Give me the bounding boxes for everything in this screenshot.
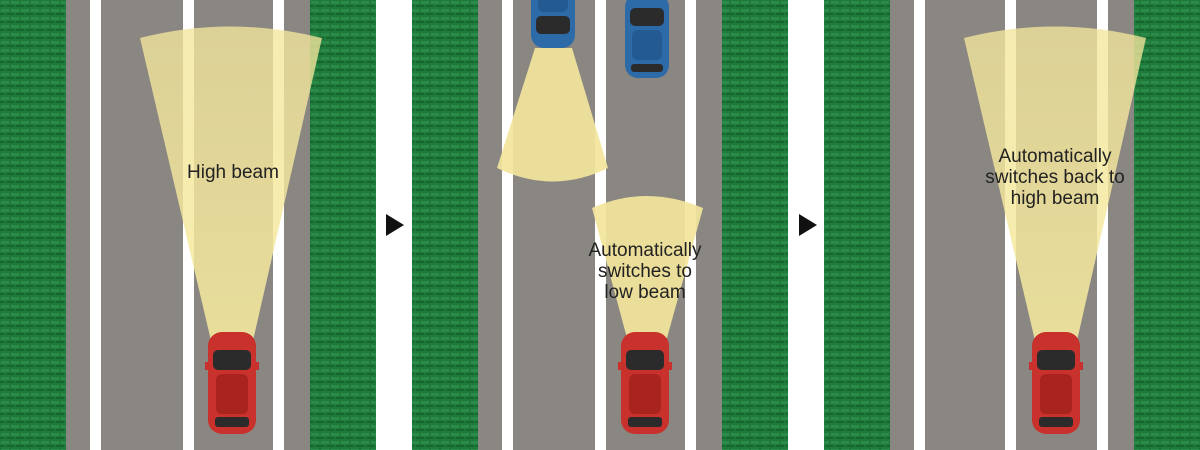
- blue-car-icon: [531, 0, 575, 48]
- oncoming-beam-cone: [497, 48, 608, 182]
- panel-2-label: Automatically switches to low beam: [560, 240, 730, 303]
- grass-left: [824, 0, 890, 450]
- panel-3-label: Automatically switches back to high beam: [965, 146, 1145, 209]
- panel-1-label: High beam: [158, 162, 308, 183]
- panel-3-label-line-3: high beam: [1010, 188, 1100, 209]
- grass-right: [310, 0, 376, 450]
- panel-2-label-line-1: Automatically: [588, 240, 702, 261]
- panel-3-back-to-high-beam: [824, 0, 1200, 450]
- lane-line: [90, 0, 101, 450]
- play-arrow-icon: [799, 214, 817, 236]
- panel-1-label-text: High beam: [187, 162, 279, 183]
- lane-line: [502, 0, 513, 450]
- play-arrow-icon: [386, 214, 404, 236]
- panel-2-low-beam: [412, 0, 788, 450]
- high-beam-cone: [964, 26, 1146, 345]
- panel-3-label-line-1: Automatically: [998, 146, 1112, 167]
- grass-left: [0, 0, 66, 450]
- grass-left: [412, 0, 478, 450]
- panel-1-high-beam: [0, 0, 376, 450]
- red-car-icon: [618, 332, 672, 434]
- low-beam-cone: [592, 196, 703, 338]
- panel-2-label-line-2: switches to: [598, 261, 692, 282]
- lane-line: [914, 0, 925, 450]
- red-car-icon: [205, 332, 259, 434]
- blue-car-icon: [625, 0, 669, 78]
- panel-2-label-line-3: low beam: [604, 282, 686, 303]
- grass-right: [1134, 0, 1200, 450]
- high-beam-cone: [140, 26, 322, 345]
- grass-right: [722, 0, 788, 450]
- panel-3-label-line-2: switches back to: [985, 167, 1125, 188]
- red-car-icon: [1029, 332, 1083, 434]
